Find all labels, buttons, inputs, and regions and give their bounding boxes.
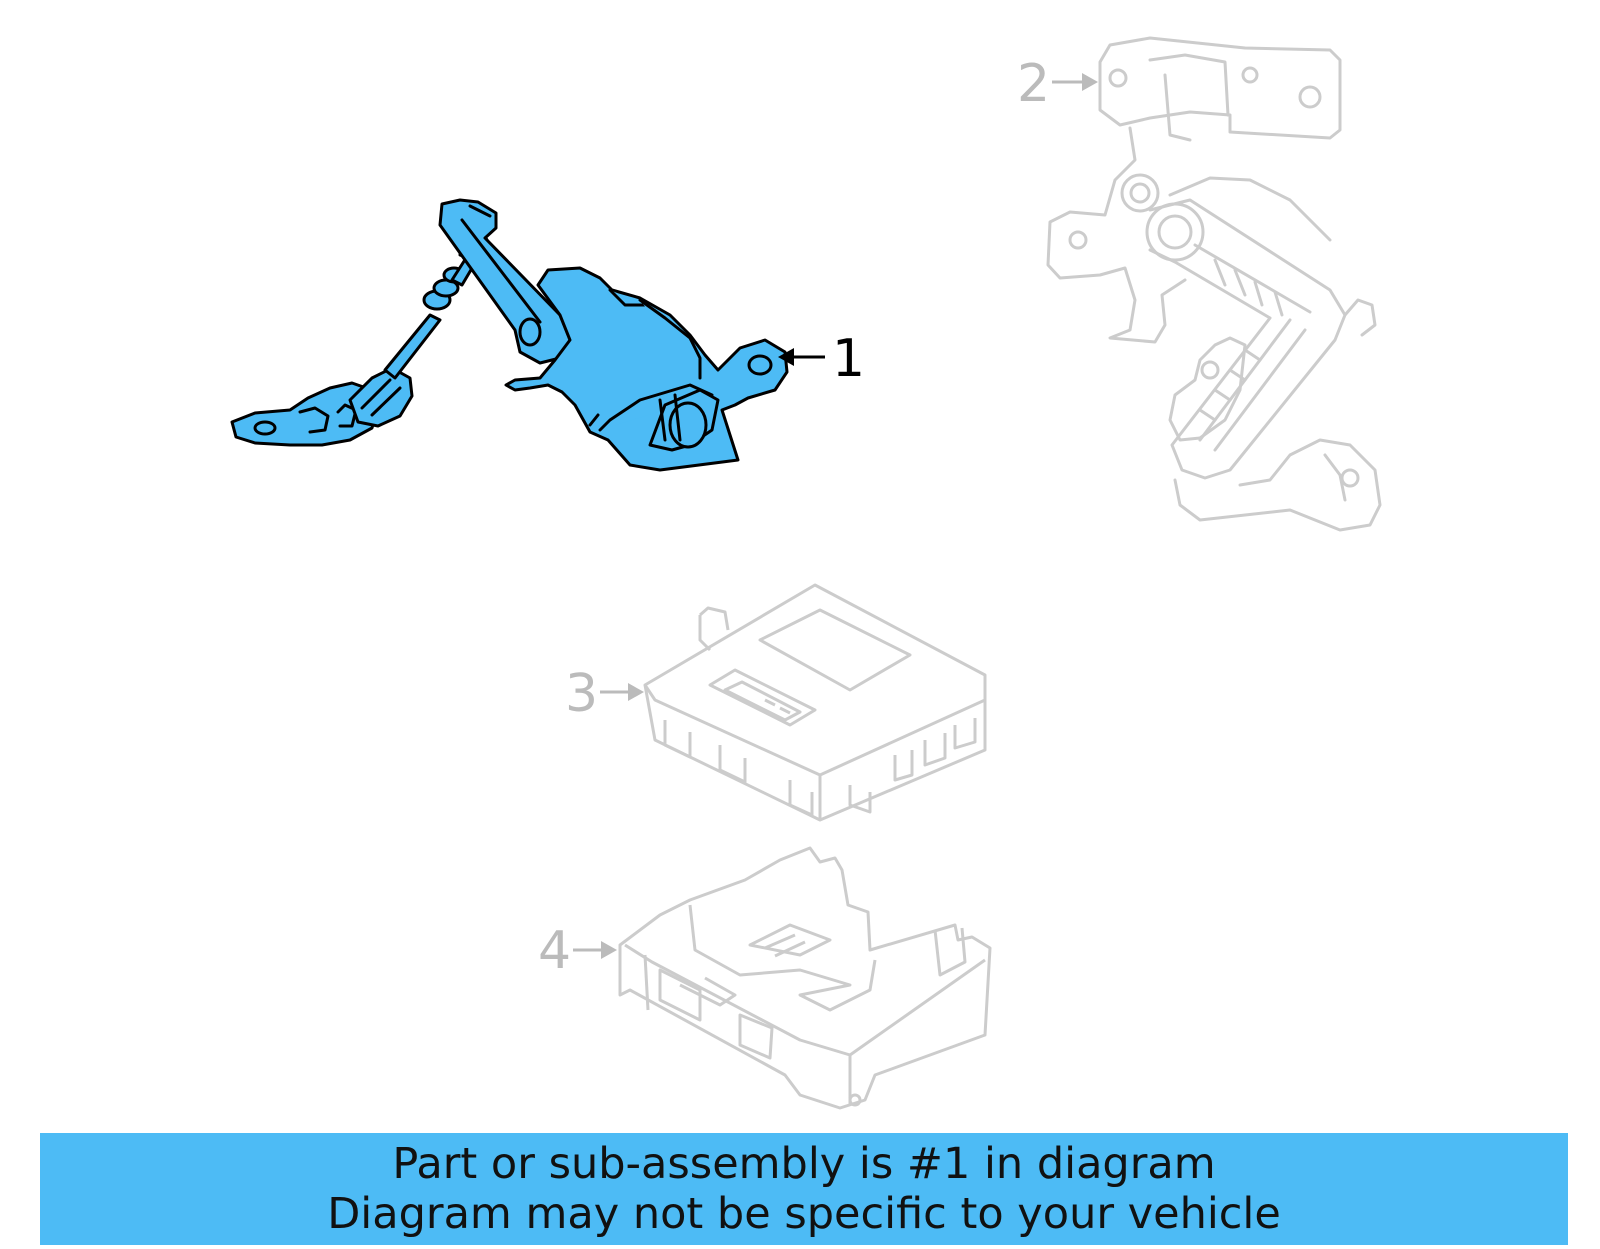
callout-3-arrowhead — [628, 683, 644, 701]
callout-2: 2 — [1017, 54, 1098, 114]
callout-1: 1 — [778, 329, 865, 389]
callout-3-label: 3 — [565, 664, 598, 724]
info-banner: Part or sub-assembly is #1 in diagram Di… — [40, 1133, 1568, 1245]
banner-background — [40, 1133, 1568, 1245]
callout-3: 3 — [565, 664, 644, 724]
part-1-level-sensor-highlighted[interactable] — [230, 198, 789, 472]
part-4-mounting-bracket[interactable] — [618, 846, 992, 1110]
callout-1-label: 1 — [832, 329, 865, 389]
part-2-level-sensor[interactable] — [1046, 36, 1382, 532]
part-3-control-module[interactable] — [643, 583, 987, 822]
callout-4: 4 — [538, 921, 617, 981]
callout-2-label: 2 — [1017, 54, 1050, 114]
callout-4-arrowhead — [601, 941, 617, 959]
banner-line-2: Diagram may not be specific to your vehi… — [327, 1189, 1281, 1239]
callout-4-label: 4 — [538, 921, 571, 981]
callout-1-arrowhead — [778, 348, 794, 366]
banner-line-1: Part or sub-assembly is #1 in diagram — [392, 1139, 1216, 1189]
callout-2-arrowhead — [1082, 73, 1098, 91]
